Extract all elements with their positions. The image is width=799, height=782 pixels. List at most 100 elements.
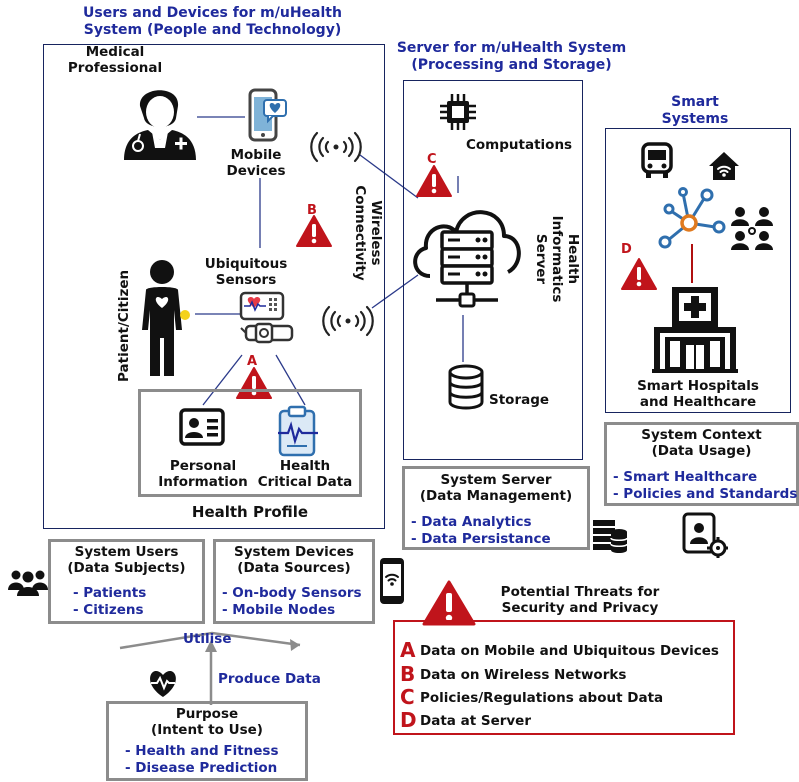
threats-title: Potential Threats for Security and Priva… — [480, 584, 680, 616]
threat-item: Policies/Regulations about Data — [420, 690, 664, 706]
health-data-line2: Critical Data — [257, 474, 353, 490]
threat-item: Data on Wireless Networks — [420, 667, 627, 683]
system-users-item: - Patients — [73, 585, 147, 601]
system-server-subtitle: (Data Management) — [419, 488, 573, 504]
warning-icon — [621, 258, 657, 290]
personal-info-line2: Information — [158, 474, 248, 490]
clipboard-ecg-icon — [278, 405, 318, 457]
storage-label: Storage — [489, 392, 550, 408]
server-stack-icon — [593, 520, 628, 553]
server-header-line2: (Processing and Storage) — [411, 57, 612, 73]
produce-data-label: Produce Data — [218, 671, 321, 687]
purpose-title: Purpose — [175, 706, 239, 722]
informatics-label: Informatics — [549, 215, 565, 303]
people-tech-header-line2: System (People and Technology) — [83, 22, 342, 38]
system-devices-item: - On-body Sensors — [222, 585, 362, 601]
warning-icon — [296, 215, 332, 247]
threat-letter: A — [400, 638, 416, 662]
smart-hospitals-line1: Smart Hospitals — [637, 378, 759, 394]
cloud-server-icon — [413, 210, 521, 308]
computations-label: Computations — [466, 137, 573, 153]
threat-marker-d: D — [621, 242, 632, 257]
threats-title-line1: Potential Threats for — [500, 584, 660, 600]
personal-information-label: Personal Information — [153, 458, 253, 490]
threat-item: Data on Mobile and Ubiquitous Devices — [420, 643, 719, 659]
purpose-item: - Health and Fitness — [125, 743, 279, 759]
smart-hospitals-label: Smart Hospitals and Healthcare — [605, 378, 791, 410]
cpu-chip-icon — [440, 94, 476, 130]
system-devices-subtitle: (Data Sources) — [237, 560, 351, 576]
people-tech-header: Users and Devices for m/uHealth System (… — [40, 5, 385, 39]
threat-letter: C — [400, 685, 415, 709]
threat-letter: D — [400, 708, 417, 732]
server-header-line1: Server for m/uHealth System — [396, 40, 627, 56]
health-label: Health — [565, 233, 581, 285]
patient-citizen-label: Patient/Citizen — [116, 269, 132, 382]
wireless-signal-icon — [322, 305, 374, 337]
user-settings-icon — [682, 512, 728, 558]
purpose-item: - Disease Prediction — [125, 760, 278, 776]
mobile-devices-line1: Mobile — [230, 147, 282, 163]
patient-icon — [142, 260, 190, 376]
threats-title-line2: Security and Privacy — [501, 600, 659, 616]
system-users-subtitle: (Data Subjects) — [67, 560, 186, 576]
sensor-device-icon — [239, 291, 294, 344]
people-tech-header-line1: Users and Devices for m/uHealth — [83, 5, 342, 21]
smart-header-line2: Systems — [661, 111, 729, 127]
system-context-title: System Context — [641, 427, 762, 443]
doctor-icon — [124, 90, 196, 160]
system-devices-title: System Devices — [234, 544, 354, 560]
medical-professional-label: Medical Professional — [50, 44, 180, 76]
health-critical-data-label: Health Critical Data — [252, 458, 358, 490]
mobile-devices-line2: Devices — [226, 163, 286, 179]
system-server-title: System Server — [440, 472, 552, 488]
bus-icon — [641, 142, 673, 178]
wireless-label: Wireless — [368, 200, 384, 266]
mobile-devices-label: Mobile Devices — [211, 147, 301, 179]
health-data-line1: Health — [279, 458, 331, 474]
smartphone-icon — [248, 88, 287, 142]
health-profile-label: Health Profile — [191, 503, 309, 521]
system-devices-box: System Devices (Data Sources) - On-body … — [213, 539, 375, 624]
id-card-icon — [179, 408, 225, 446]
system-devices-item: - Mobile Nodes — [222, 602, 336, 618]
system-server-item: - Data Analytics — [411, 514, 532, 530]
smart-header-line1: Smart — [671, 94, 719, 110]
threat-marker-a: A — [247, 354, 258, 369]
system-context-item: - Policies and Standards — [613, 486, 798, 502]
server-header: Server for m/uHealth System (Processing … — [384, 40, 639, 74]
database-icon — [448, 364, 484, 410]
threat-marker-c: C — [427, 152, 437, 167]
threat-item: Data at Server — [420, 713, 531, 729]
hospital-icon — [652, 287, 738, 373]
group-icon — [8, 570, 48, 596]
network-nodes-icon — [658, 187, 726, 249]
system-users-title: System Users — [74, 544, 179, 560]
connectivity-label: Connectivity — [352, 185, 368, 281]
wireless-signal-icon — [310, 131, 362, 163]
threats-list-box: A Data on Mobile and Ubiquitous Devices … — [393, 620, 735, 735]
threat-letter: B — [400, 662, 416, 686]
purpose-subtitle: (Intent to Use) — [151, 722, 263, 738]
ubiquitous-line2: Sensors — [215, 272, 277, 288]
ubiquitous-line1: Ubiquitous — [204, 256, 288, 272]
wireless-connectivity-label: Wireless Connectivity — [350, 169, 384, 297]
system-context-box: System Context (Data Usage) - Smart Heal… — [604, 422, 799, 506]
server-panel — [403, 80, 583, 460]
medical-professional-line2: Professional — [67, 60, 163, 76]
smart-home-icon — [709, 152, 739, 180]
heart-pulse-icon — [150, 671, 176, 697]
phone-wifi-icon — [380, 558, 404, 604]
personal-info-line1: Personal — [169, 458, 237, 474]
medical-professional-line1: Medical — [85, 44, 145, 60]
smart-hospitals-line2: and Healthcare — [639, 394, 757, 410]
health-profile-box — [138, 389, 362, 497]
system-users-box: System Users (Data Subjects) - Patients … — [48, 539, 205, 624]
purpose-box: Purpose (Intent to Use) - Health and Fit… — [106, 701, 308, 781]
threat-marker-b: B — [307, 203, 317, 218]
health-informatics-server-label: Health Informatics Server — [531, 204, 581, 314]
system-server-box: System Server (Data Management) - Data A… — [402, 466, 590, 550]
ubiquitous-sensors-label: Ubiquitous Sensors — [195, 256, 297, 288]
smart-systems-panel — [605, 128, 791, 413]
